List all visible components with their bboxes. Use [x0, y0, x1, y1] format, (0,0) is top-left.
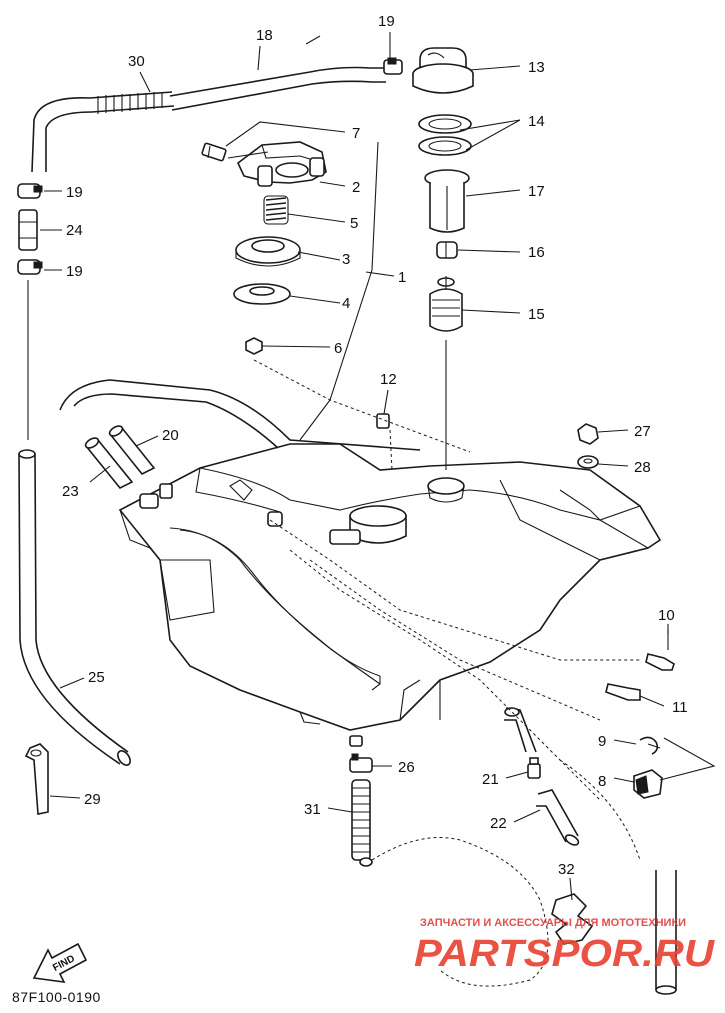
part-29-band [24, 743, 49, 815]
part-9-clip [639, 736, 661, 755]
callout-15: 15 [528, 306, 545, 323]
part-11-bolt [605, 683, 641, 701]
callout-4: 4 [342, 295, 350, 312]
callout-11: 11 [672, 699, 688, 716]
watermark: ЗАПЧАСТИ И АКСЕССУАРЫ ДЛЯ МОТОТЕХНИКИ PA… [414, 917, 716, 975]
callout-32: 32 [558, 861, 575, 878]
callout-26: 26 [398, 759, 415, 776]
part-28-washer [577, 455, 599, 469]
routing-dashed-lines [253, 359, 641, 987]
part-6-nut [245, 337, 263, 355]
part-26-clamp [349, 753, 373, 773]
callout-19-lower: 19 [66, 263, 83, 280]
callout-19-upper: 19 [66, 184, 83, 201]
callout-14: 14 [528, 113, 545, 130]
callout-22: 22 [490, 815, 507, 832]
part-22-hose [536, 789, 580, 846]
part-13-filler-unit [412, 47, 474, 94]
part-23-damper [84, 437, 134, 490]
callout-8: 8 [598, 773, 606, 790]
part-12-clip [376, 413, 390, 429]
part-15-strainer [429, 276, 463, 332]
part-19-clamp-top [383, 57, 403, 75]
callout-24: 24 [66, 222, 83, 239]
callout-13: 13 [528, 59, 545, 76]
part-20-damper [108, 425, 156, 476]
part-17-pipe [424, 169, 470, 233]
part-27-nut [577, 423, 599, 445]
callout-16: 16 [528, 244, 545, 261]
callout-17: 17 [528, 183, 545, 200]
callout-31: 31 [304, 801, 321, 818]
leader-lines [40, 32, 716, 901]
watermark-brand: PARTSPOR.RU [414, 933, 716, 975]
callout-25: 25 [88, 669, 105, 686]
callout-10: 10 [658, 607, 675, 624]
watermark-tagline: ЗАПЧАСТИ И АКСЕССУАРЫ ДЛЯ МОТОТЕХНИКИ [420, 917, 686, 929]
part-30-corrugated-hose [31, 91, 175, 173]
part-10-bolt [645, 630, 675, 671]
callout-28: 28 [634, 459, 651, 476]
callout-21: 21 [482, 771, 499, 788]
part-21-joint [527, 757, 541, 779]
callout-1: 1 [398, 269, 406, 286]
callout-12: 12 [380, 371, 397, 388]
part-14-rings [418, 114, 472, 156]
callout-19-top: 19 [378, 13, 395, 30]
callout-23: 23 [62, 483, 79, 500]
callout-18: 18 [256, 27, 273, 44]
callout-29: 29 [84, 791, 101, 808]
callout-7: 7 [352, 125, 360, 142]
part-16-clip [436, 241, 458, 259]
part-32-clip [551, 893, 594, 945]
part-2-cap-cover [237, 141, 327, 187]
part-25-vent-hose [18, 449, 131, 766]
part-19-clamp-lower [17, 259, 43, 275]
find-arrow-icon: FIND [32, 942, 88, 983]
callout-20: 20 [162, 427, 179, 444]
callout-5: 5 [350, 215, 358, 232]
callout-2: 2 [352, 179, 360, 196]
part-4-gasket [233, 283, 291, 305]
callout-30: 30 [128, 53, 145, 70]
part-21-hose-upper [504, 707, 537, 753]
part-24-joint [18, 209, 38, 251]
part-3-cap-ring [235, 236, 301, 267]
part-7-clip [201, 142, 227, 162]
part-8-rubber [633, 769, 663, 799]
drain-hose-end [655, 870, 677, 995]
part-31-spring-hose [351, 779, 373, 867]
callout-numbers: 1 2 3 4 5 6 7 8 9 10 11 12 13 14 15 16 1… [62, 13, 688, 878]
part-1-fuel-tank [59, 379, 662, 747]
part-19-clamp-upper [17, 183, 43, 199]
part-18-hose [169, 66, 386, 111]
callout-27: 27 [634, 423, 651, 440]
callout-9: 9 [598, 733, 606, 750]
callout-6: 6 [334, 340, 342, 357]
part-5-spring [263, 195, 289, 225]
diagram-code: 87F100-0190 [12, 989, 101, 1005]
callout-3: 3 [342, 251, 350, 268]
